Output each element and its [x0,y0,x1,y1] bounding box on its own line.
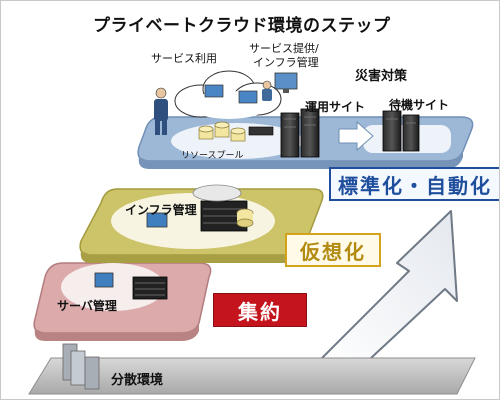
replication-arrow-icon [338,120,374,152]
service-provide-label-line1: サービス提供/ [249,42,319,55]
standby-site-label: 待機サイト [389,98,450,112]
resource-pool-label: リソースプール [181,151,244,161]
service-use-label: サービス利用 [151,52,217,65]
page-title: プライベートクラウド環境のステップ [93,16,391,36]
step-standardization-badge: 標準化・自動化 [329,167,499,201]
step-consolidation-badge: 集約 [213,293,307,327]
user-person-icon [154,87,168,135]
server-mgmt-label: サーバ管理 [57,299,117,313]
distributed-env-label: 分散環境 [111,373,164,388]
standby-site-servers-icon [382,110,420,152]
infra-mgmt-label: インフラ管理 [125,203,197,217]
operation-site-label: 運用サイト [305,100,366,114]
storage-disks-icon [198,121,274,142]
operation-site-servers-icon [280,108,320,158]
cloud-icon [174,70,282,119]
server-mgmt-layer [33,262,212,341]
disaster-recovery-label: 災害対策 [355,69,408,84]
distributed-layer [28,343,476,395]
infra-mgmt-layer [79,184,324,263]
step-virtualization-badge: 仮想化 [285,233,381,267]
admin-workstation-icon [262,72,298,101]
service-provide-label-line2: インフラ管理 [253,56,319,69]
